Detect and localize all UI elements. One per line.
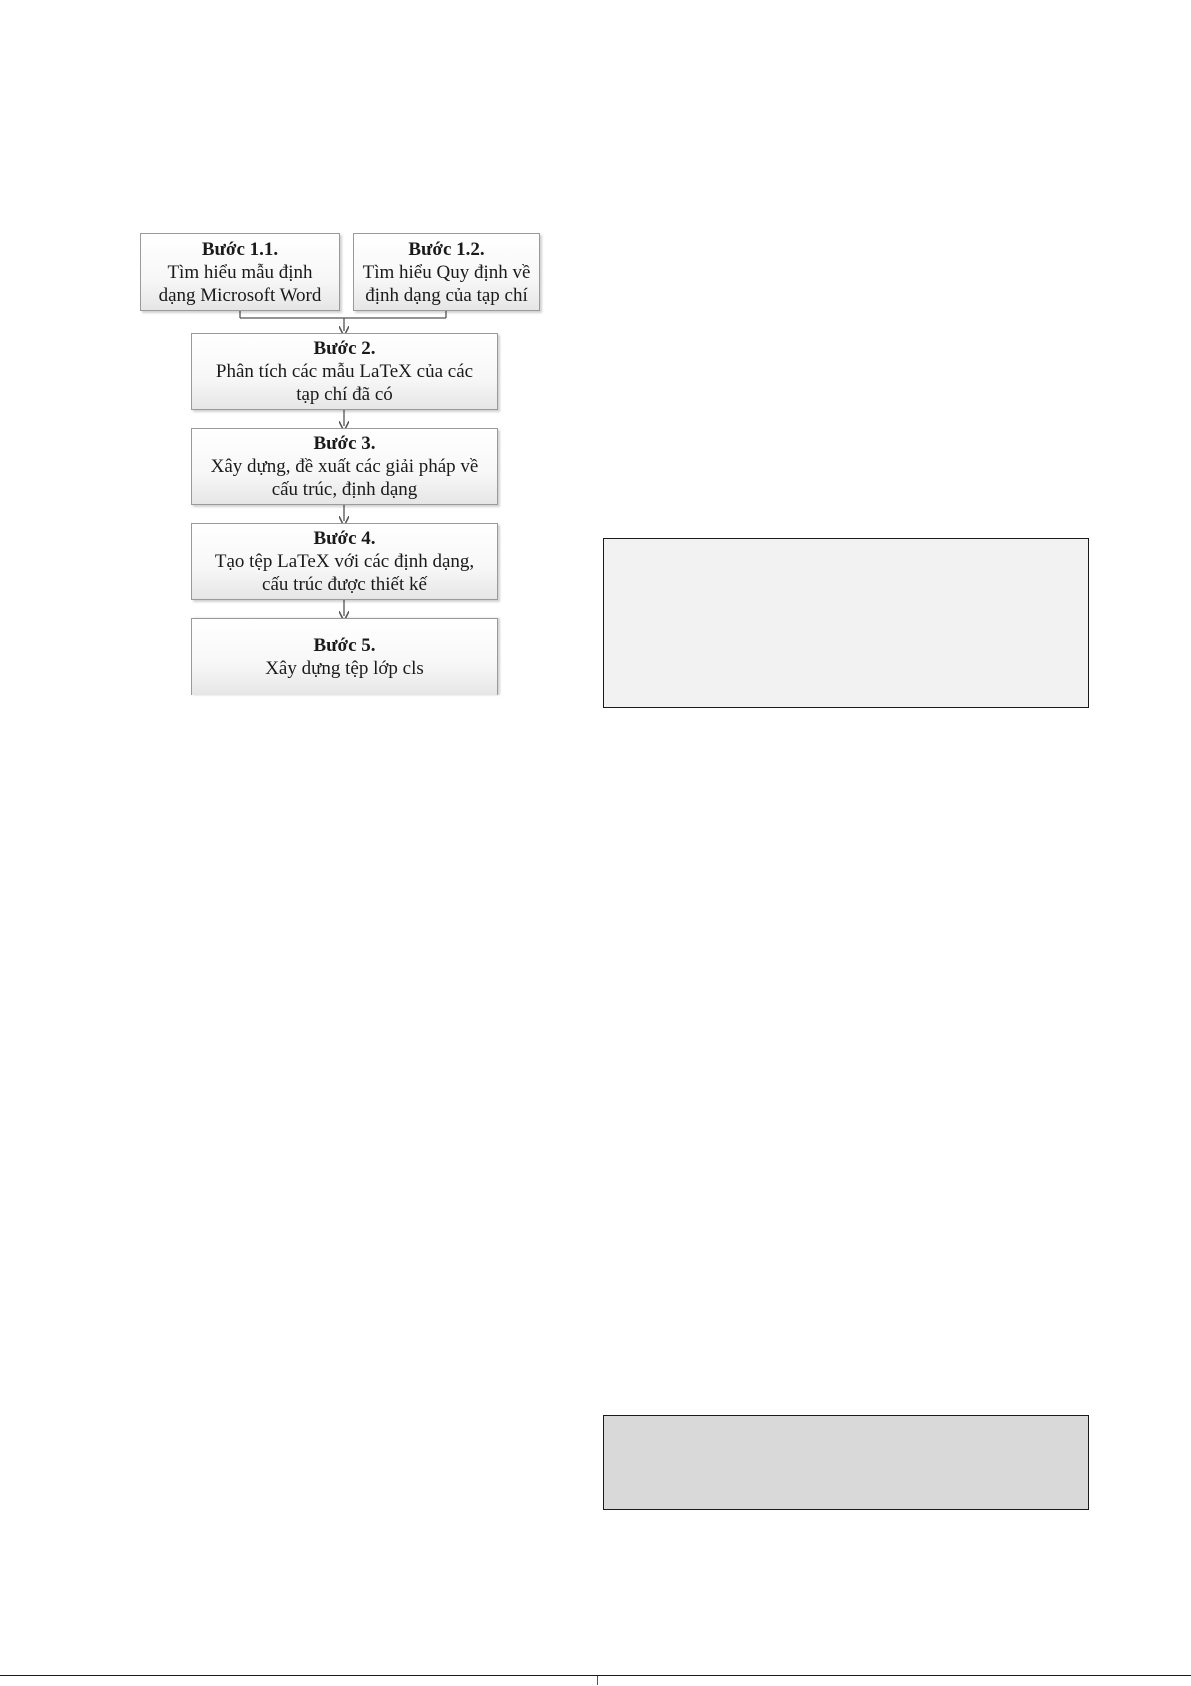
footer-divider-tick bbox=[597, 1676, 598, 1685]
node-title: Bước 1.2. bbox=[408, 238, 485, 260]
node-step-5: Bước 5. Xây dựng tệp lớp cls bbox=[191, 618, 498, 695]
node-title: Bước 2. bbox=[313, 338, 376, 359]
node-title: Bước 5. bbox=[313, 635, 376, 656]
node-text-line: Tìm hiểu mẫu định bbox=[167, 261, 313, 283]
merge-connector bbox=[239, 311, 447, 331]
node-text-line: Tìm hiểu Quy định về bbox=[362, 261, 531, 283]
node-step-2: Bước 2. Phân tích các mẫu LaTeX của các … bbox=[191, 333, 498, 410]
node-title: Bước 4. bbox=[313, 528, 376, 549]
node-title: Bước 1.1. bbox=[201, 238, 279, 260]
node-text-line: tạp chí đã có bbox=[296, 384, 393, 405]
page-footer-rule bbox=[0, 1675, 1191, 1686]
empty-panel-light bbox=[603, 538, 1089, 708]
node-text-line: dạng Microsoft Word bbox=[158, 284, 322, 306]
node-text-line: cấu trúc được thiết kế bbox=[262, 574, 427, 595]
node-title: Bước 3. bbox=[313, 433, 376, 454]
node-step-4: Bước 4. Tạo tệp LaTeX với các định dạng,… bbox=[191, 523, 498, 600]
node-text-line: Phân tích các mẫu LaTeX của các bbox=[215, 361, 474, 382]
node-text-line: định dạng của tạp chí bbox=[365, 284, 528, 306]
node-text-line: Tạo tệp LaTeX với các định dạng, bbox=[214, 551, 475, 572]
node-text-line: cấu trúc, định dạng bbox=[271, 479, 418, 500]
process-flowchart: Bước 1.1. Tìm hiểu mẫu định dạng Microso… bbox=[0, 0, 1191, 720]
node-step-1-2: Bước 1.2. Tìm hiểu Quy định về định dạng… bbox=[353, 233, 540, 311]
node-text-line: Xây dựng tệp lớp cls bbox=[265, 658, 424, 679]
node-step-3: Bước 3. Xây dựng, đề xuất các giải pháp … bbox=[191, 428, 498, 505]
empty-panel-gray bbox=[603, 1415, 1089, 1510]
node-text-line: Xây dựng, đề xuất các giải pháp về bbox=[210, 456, 479, 477]
node-step-1-1: Bước 1.1. Tìm hiểu mẫu định dạng Microso… bbox=[140, 233, 340, 311]
